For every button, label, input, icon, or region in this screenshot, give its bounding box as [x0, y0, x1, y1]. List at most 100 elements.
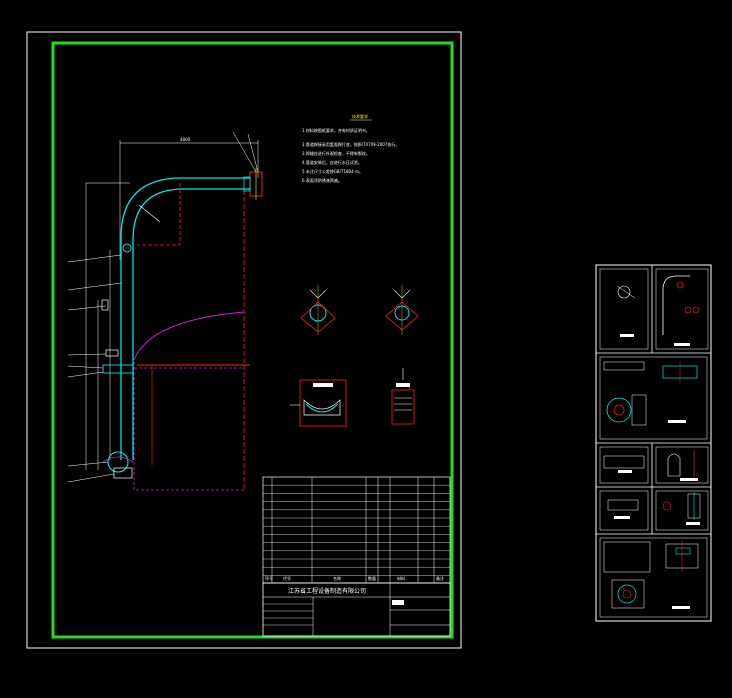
sheet-border	[26, 31, 462, 649]
leader-line	[67, 473, 115, 483]
thumb-detail-6	[599, 537, 708, 618]
leader-line	[67, 305, 107, 311]
thumb-part	[607, 499, 639, 511]
dimension-text-top: 4800	[180, 137, 191, 142]
support-clamp	[102, 364, 134, 374]
thumb-frame	[599, 446, 649, 484]
bottom-elbow	[107, 451, 129, 473]
company-name: 江苏省工程设备制造有限公司	[288, 587, 366, 595]
radius-leader	[138, 204, 161, 223]
thumb-part	[667, 453, 681, 477]
thumb-detail-2	[655, 268, 709, 350]
saddle-profile	[303, 399, 341, 416]
note-line-1: 1.材料按图纸要求，并有材质证明书。	[302, 127, 370, 133]
thumb-part	[675, 547, 691, 555]
center-line	[137, 183, 181, 246]
thumb-line	[616, 285, 636, 299]
leader-line	[67, 353, 107, 356]
clamp-outline	[385, 301, 419, 331]
thumb-pipe	[662, 275, 690, 335]
section-arrow	[309, 289, 327, 299]
leader-line	[67, 365, 104, 369]
header-cell: 代号	[283, 575, 291, 581]
pipe-section-circle	[394, 305, 410, 321]
note-line-2: 2.管道焊接采用氩弧焊打底，按JB/T4709-2007执行。	[302, 141, 399, 147]
thumb-frame	[599, 490, 649, 531]
header-cell: 备注	[436, 575, 444, 581]
thumb-part	[692, 306, 700, 314]
support-bracket	[105, 349, 119, 357]
label-plate	[313, 383, 333, 387]
thumb-label	[680, 478, 698, 481]
leader-line	[247, 133, 259, 173]
leader-line	[67, 461, 109, 467]
thumb-detail-3	[599, 356, 708, 440]
notes-title: 技术要求	[352, 113, 368, 119]
thumb-label	[618, 470, 632, 473]
header-cell: 序号	[265, 575, 273, 581]
parts-table-rows	[263, 485, 450, 576]
pipe-inner-wall	[132, 188, 250, 460]
thumb-part	[603, 361, 645, 371]
nozzle-curve	[102, 456, 134, 463]
thumb-frame	[655, 446, 709, 484]
support-bracket	[101, 299, 109, 311]
title-block-border	[262, 582, 451, 637]
leader-line	[67, 254, 122, 263]
thumb-flange-bore	[622, 589, 632, 599]
technical-notes: 技术要求 1.材料按图纸要求，并有材质证明书。 2.管道焊接采用氩弧焊打底，按J…	[302, 113, 399, 183]
thumb-flange	[606, 397, 632, 423]
vessel-head-outline	[133, 311, 245, 361]
detail-view-right	[385, 285, 419, 335]
thumb-frame	[599, 537, 708, 618]
thumb-label	[686, 522, 700, 525]
pipe-joint	[122, 243, 132, 253]
parts-list-table: 序号 代号 名称 数量 材料 备注	[262, 476, 451, 584]
thumb-label	[614, 516, 630, 519]
thumb-flange-bore	[613, 404, 625, 416]
leader-line	[232, 131, 257, 173]
thumb-part	[676, 281, 684, 289]
detail-view-flange	[391, 368, 415, 425]
thumb-part	[611, 579, 645, 609]
detail-view-support	[290, 379, 347, 427]
thumb-detail-4	[599, 446, 709, 484]
thumb-part	[603, 541, 651, 573]
drawing-frame	[51, 41, 454, 639]
note-line-5: 5.未注尺寸公差按GB/T1804-m。	[302, 168, 363, 174]
flange-neck	[243, 176, 251, 192]
thumb-part	[684, 306, 692, 314]
detail-sheets-panel[interactable]	[595, 264, 712, 622]
pipe-section-circle	[309, 304, 327, 322]
label-plate	[396, 383, 410, 387]
bottom-flange	[113, 467, 133, 479]
vessel-shell-outline	[133, 362, 244, 491]
thumb-frame	[655, 268, 709, 350]
thumb-part	[603, 455, 645, 469]
thumb-label	[620, 334, 634, 337]
header-cell: 数量	[368, 575, 376, 581]
note-line-4: 4.管道安装后，应进行水压试验。	[302, 159, 362, 165]
thumb-label	[672, 606, 690, 609]
title-block: 江苏省工程设备制造有限公司	[262, 582, 451, 637]
note-line-3: 3.焊缝应进行外观检查，不得有裂纹。	[302, 150, 370, 156]
thumb-detail-1	[599, 268, 649, 350]
thumb-frame	[599, 268, 649, 350]
detail-view-left	[300, 285, 336, 335]
main-drawing-sheet[interactable]: 4800	[26, 31, 462, 649]
thumb-frame	[655, 490, 709, 531]
thumb-part	[662, 501, 672, 511]
clamp-outline	[300, 301, 336, 333]
pipe-saddle-arc	[305, 403, 339, 413]
flange-plate	[391, 389, 415, 425]
parts-table-header: 序号 代号 名称 数量 材料 备注	[265, 575, 444, 581]
thumb-flange	[617, 584, 637, 604]
thumb-frame	[599, 356, 708, 440]
pipe-elevation-view: 4800	[67, 131, 263, 491]
header-cell: 名称	[333, 575, 341, 581]
thumb-part	[631, 394, 647, 426]
section-arrow	[393, 289, 411, 299]
note-line-6: 6.表面涂防锈漆两遍。	[302, 177, 342, 183]
title-stamp	[392, 600, 404, 605]
